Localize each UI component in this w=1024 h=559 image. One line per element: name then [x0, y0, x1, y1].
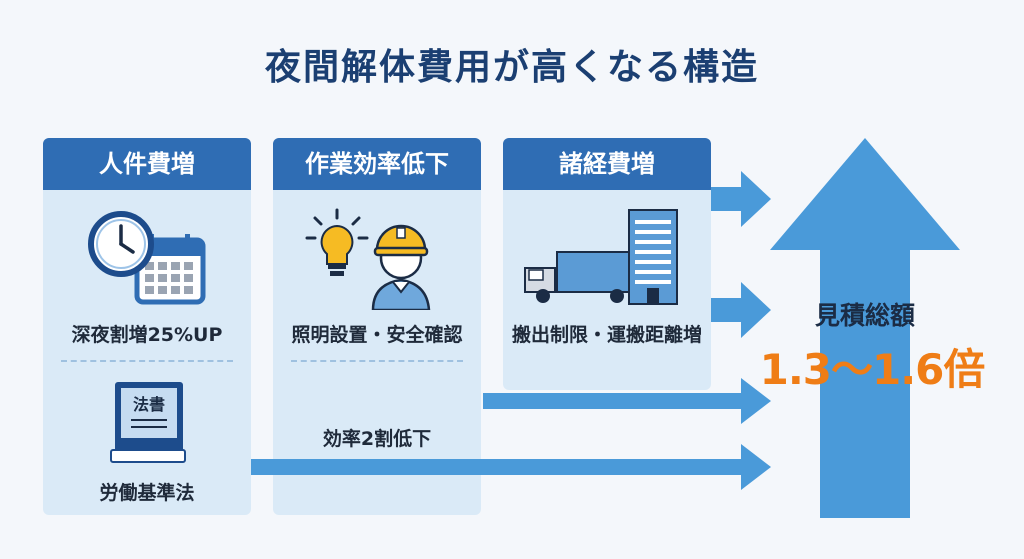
- page-title: 夜間解体費用が高くなる構造: [264, 47, 759, 88]
- label-transport-limits: 搬出制限・運搬距離増: [511, 324, 702, 346]
- arrow-right-2: [711, 282, 771, 338]
- arrow-right-3: [483, 378, 771, 424]
- card-header-efficiency-drop: 作業効率低下: [273, 138, 481, 190]
- truck-building-icon: [524, 209, 678, 305]
- card-labor-cost: 人件費増 深夜割増25%UP 法書 労働基準法: [43, 138, 251, 515]
- label-labor-law: 労働基準法: [99, 482, 195, 504]
- card-header-labor-cost: 人件費増: [43, 138, 251, 190]
- arrow-right-1: [711, 171, 771, 227]
- law-book-icon: 法書: [110, 382, 186, 463]
- label-lighting-safety: 照明設置・安全確認: [291, 324, 463, 346]
- card-header-overhead-cost: 諸経費増: [503, 138, 711, 190]
- total-estimate-value: 1.3〜1.6倍: [759, 345, 986, 394]
- card-efficiency-drop: 作業効率低下 照明設置・安全確認 効率2割低下: [273, 138, 481, 515]
- divider: [61, 360, 233, 362]
- lightbulb-worker-icon: [305, 208, 431, 310]
- label-night-premium: 深夜割増25%UP: [71, 324, 223, 346]
- label-efficiency-drop: 効率2割低下: [322, 428, 432, 450]
- divider: [291, 360, 463, 362]
- card-overhead-cost: 諸経費増 搬出制限・運搬距離増: [503, 138, 711, 390]
- arrow-right-4: [251, 444, 771, 490]
- clock-calendar-icon: [88, 211, 206, 305]
- total-estimate-label: 見積総額: [814, 301, 915, 330]
- total-up-arrow: [770, 138, 960, 518]
- book-label: 法書: [133, 395, 165, 414]
